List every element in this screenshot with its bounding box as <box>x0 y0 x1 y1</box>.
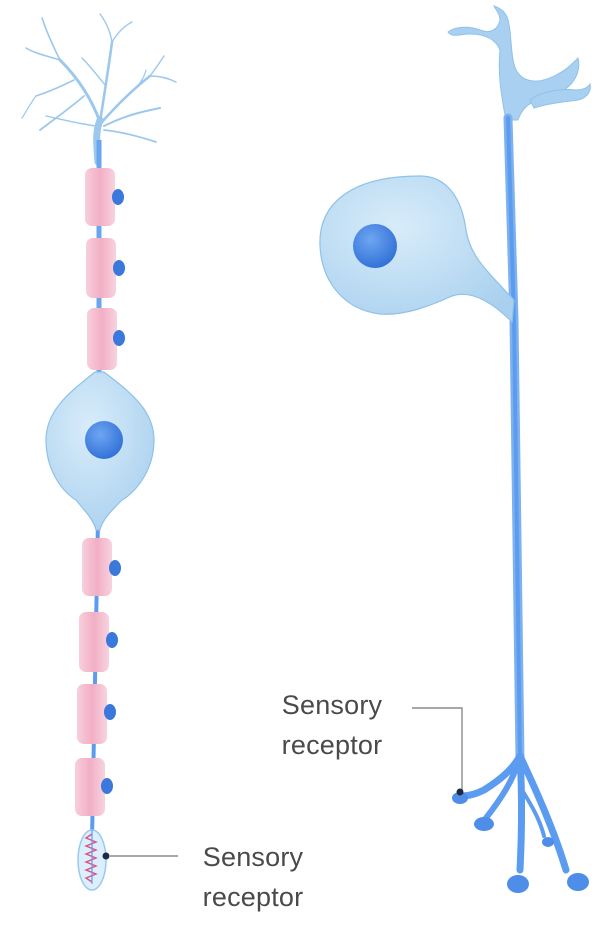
left-receptor-leader-dot <box>103 853 110 860</box>
left-receptor-label-line1: Sensory <box>203 842 304 872</box>
myelin-sheath-lower-4 <box>75 758 113 816</box>
right-cell-body <box>320 176 514 322</box>
myelin-sheath-lower-3 <box>77 684 116 744</box>
myelin-sheath-lower-1 <box>82 538 121 596</box>
right-bottom-branches <box>462 756 566 870</box>
myelin-sheath-upper-2 <box>86 238 125 298</box>
left-cell-body <box>46 372 154 530</box>
left-sensory-receptor <box>78 830 106 890</box>
right-receptor-label-line2: receptor <box>282 730 383 760</box>
left-neuron <box>22 14 176 890</box>
right-receptor-label-line1: Sensory <box>282 690 383 720</box>
myelin-sheath-lower-2 <box>79 612 118 672</box>
right-top-branches <box>448 6 590 120</box>
left-receptor-label: Sensory receptor <box>103 842 304 912</box>
myelin-sheath-upper-3 <box>87 308 125 370</box>
left-dendrites <box>22 14 176 162</box>
right-receptor-leader-dot <box>457 789 464 796</box>
myelin-sheath-upper-1 <box>85 168 124 226</box>
left-receptor-label-line2: receptor <box>203 882 304 912</box>
right-nucleus <box>353 224 397 268</box>
right-receptor-leader-line <box>412 708 462 790</box>
left-nucleus <box>85 421 123 459</box>
right-receptor-label: Sensory receptor <box>282 690 464 796</box>
